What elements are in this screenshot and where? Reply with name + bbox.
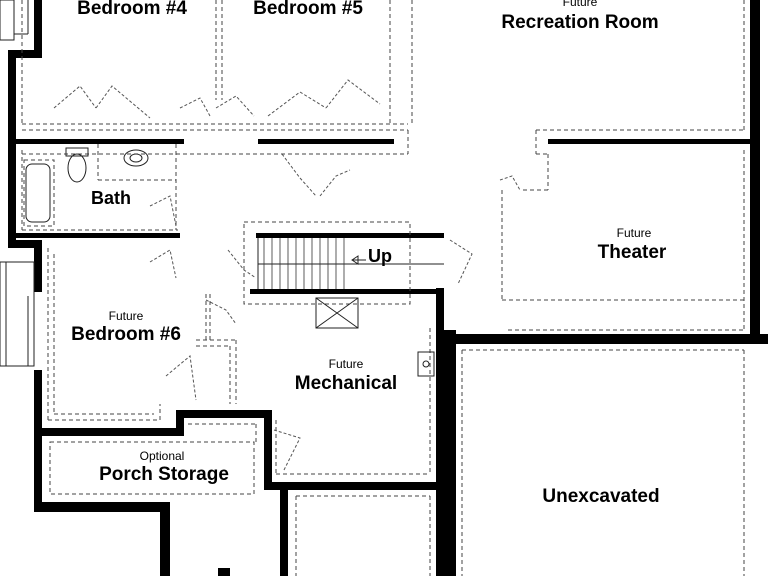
mechanical-fixtures bbox=[315, 297, 435, 377]
room-label-theater: Theater bbox=[598, 242, 667, 263]
room-labels: Bedroom #4 Bedroom #5 Future Recreation … bbox=[71, 0, 667, 507]
stairs-up-label: Up bbox=[368, 246, 392, 266]
room-prefix-recreation: Future bbox=[563, 0, 598, 9]
room-prefix-mechanical: Future bbox=[329, 357, 364, 371]
room-label-bedroom-5: Bedroom #5 bbox=[253, 0, 363, 19]
room-label-recreation-room: Recreation Room bbox=[501, 12, 658, 33]
room-label-porch-storage: Porch Storage bbox=[99, 464, 229, 485]
dashed-outlines bbox=[0, 0, 745, 576]
staircase bbox=[243, 221, 444, 305]
room-prefix-porch-storage: Optional bbox=[140, 449, 185, 463]
room-label-unexcavated: Unexcavated bbox=[542, 486, 659, 507]
exterior-walls bbox=[8, 0, 768, 576]
room-prefix-theater: Future bbox=[617, 226, 652, 240]
bath-fixtures bbox=[25, 147, 149, 223]
room-label-bath: Bath bbox=[91, 188, 131, 208]
room-label-mechanical: Mechanical bbox=[295, 373, 397, 394]
room-label-bedroom-6: Bedroom #6 bbox=[71, 324, 181, 345]
room-prefix-bedroom-6: Future bbox=[109, 309, 144, 323]
room-label-bedroom-4: Bedroom #4 bbox=[77, 0, 187, 19]
